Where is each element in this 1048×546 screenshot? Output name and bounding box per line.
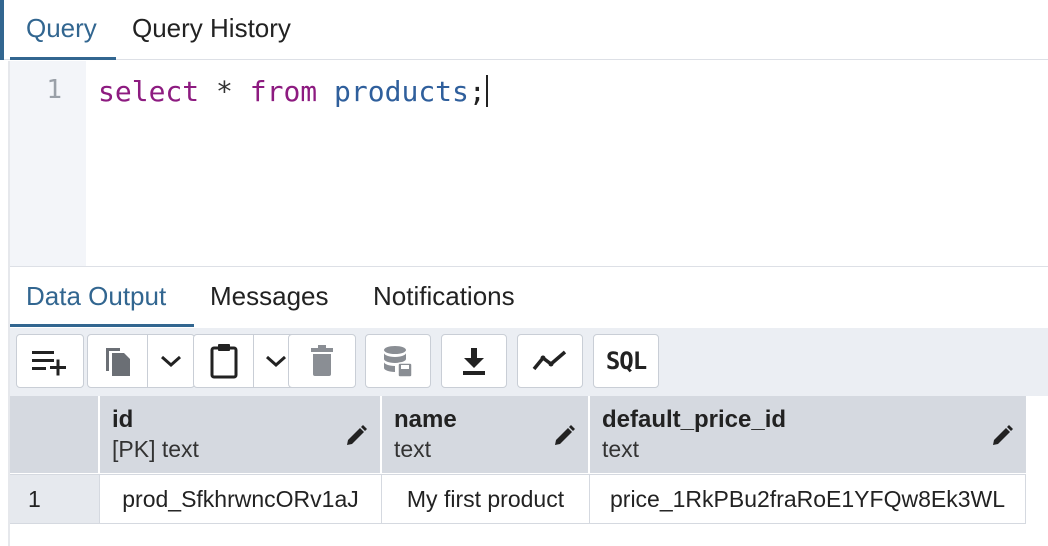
graph-icon: [532, 350, 567, 371]
copy-button-group: [87, 334, 195, 388]
column-type: text: [602, 436, 640, 462]
row-number[interactable]: 1: [10, 474, 100, 524]
keyword-select: select: [98, 75, 200, 108]
column-header-name[interactable]: name text: [382, 396, 590, 473]
delete-icon: [311, 345, 333, 376]
query-tabs: Query Query History: [0, 0, 1048, 60]
output-tabs: Data Output Messages Notifications: [10, 267, 1048, 328]
column-type: [PK] text: [112, 436, 199, 462]
cell-id[interactable]: prod_SfkhrwncORv1aJ: [100, 474, 382, 524]
data-output-toolbar: SQL: [10, 328, 1048, 396]
grid-header-row: id [PK] text name text default_price_id …: [10, 396, 1026, 473]
operator-star: *: [216, 75, 233, 108]
delete-row-button[interactable]: [288, 334, 356, 388]
sql-button[interactable]: SQL: [593, 334, 659, 388]
tab-data-output[interactable]: Data Output: [26, 281, 167, 311]
column-name: default_price_id: [602, 406, 787, 433]
row-number-header[interactable]: [10, 396, 100, 473]
table-identifier: products: [334, 75, 469, 108]
line-number: 1: [46, 75, 62, 105]
edit-icon[interactable]: [990, 424, 1014, 448]
column-name: id: [112, 406, 134, 433]
tab-query-underline: [10, 57, 116, 60]
column-header-id[interactable]: id [PK] text: [100, 396, 382, 473]
add-row-button[interactable]: [16, 334, 84, 388]
code-line[interactable]: select * from products;: [98, 75, 488, 108]
editor-gutter: 1: [10, 61, 86, 266]
edit-icon[interactable]: [552, 424, 576, 448]
cell-default-price-id[interactable]: price_1RkPBu2fraRoE1YFQw8Ek3WL: [590, 474, 1026, 524]
copy-button[interactable]: [88, 335, 148, 387]
tab-query-history[interactable]: Query History: [132, 13, 291, 43]
tab-notifications[interactable]: Notifications: [373, 281, 515, 311]
sql-editor[interactable]: 1 select * from products;: [10, 61, 1048, 267]
tab-messages[interactable]: Messages: [210, 281, 329, 311]
paste-options-dropdown[interactable]: [254, 335, 298, 387]
panel-left-border: [8, 61, 10, 546]
sql-icon: SQL: [605, 347, 647, 375]
save-data-button[interactable]: [365, 334, 431, 388]
column-header-default-price-id[interactable]: default_price_id text: [590, 396, 1026, 473]
copy-icon: [105, 348, 130, 376]
column-type: text: [394, 436, 432, 462]
save-data-icon: [384, 346, 413, 378]
text-caret: [485, 75, 488, 107]
tab-data-output-underline: [10, 324, 194, 327]
semicolon: ;: [468, 75, 486, 108]
table-row[interactable]: 1 prod_SfkhrwncORv1aJ My first product p…: [10, 474, 1026, 524]
chevron-down-icon: [161, 355, 181, 368]
download-button[interactable]: [441, 334, 507, 388]
column-name: name: [394, 406, 457, 433]
keyword-from: from: [249, 75, 318, 108]
paste-icon: [210, 344, 237, 379]
download-icon: [463, 348, 485, 375]
add-row-icon: [32, 351, 66, 376]
cell-name[interactable]: My first product: [382, 474, 590, 524]
edit-icon[interactable]: [344, 424, 368, 448]
tab-query[interactable]: Query: [26, 13, 97, 43]
tab-accent-bar: [0, 0, 4, 60]
chevron-down-icon: [266, 355, 286, 368]
paste-button-group: [193, 334, 299, 388]
graph-visualiser-button[interactable]: [517, 334, 583, 388]
copy-options-dropdown[interactable]: [148, 335, 194, 387]
paste-button[interactable]: [194, 335, 254, 387]
